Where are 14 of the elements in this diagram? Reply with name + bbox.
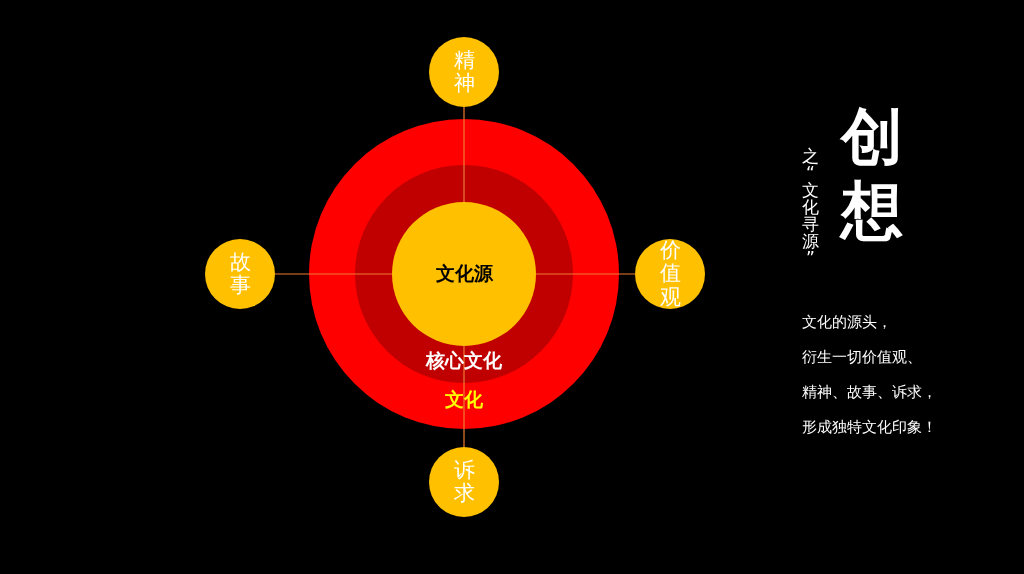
circle-label: 文化 bbox=[445, 389, 483, 411]
circle-label: 诉求 bbox=[453, 458, 475, 506]
circle-label: 核心文化 bbox=[426, 350, 502, 372]
connector-line bbox=[274, 273, 393, 275]
connector-line bbox=[463, 106, 465, 203]
connector-line bbox=[463, 345, 465, 448]
circle-label: 精神 bbox=[453, 48, 475, 96]
circle-label: 价值观 bbox=[659, 239, 681, 309]
body-text: 文化的源头，衍生一切价值观、精神、故事、诉求，形成独特文化印象！ bbox=[802, 312, 938, 438]
connector-line bbox=[535, 273, 636, 275]
title: 创想 bbox=[841, 100, 903, 249]
center-circle: 文化源 bbox=[392, 202, 536, 346]
subtitle: 之“文化寻源” bbox=[802, 148, 819, 267]
circle-label: 故事 bbox=[229, 250, 251, 298]
